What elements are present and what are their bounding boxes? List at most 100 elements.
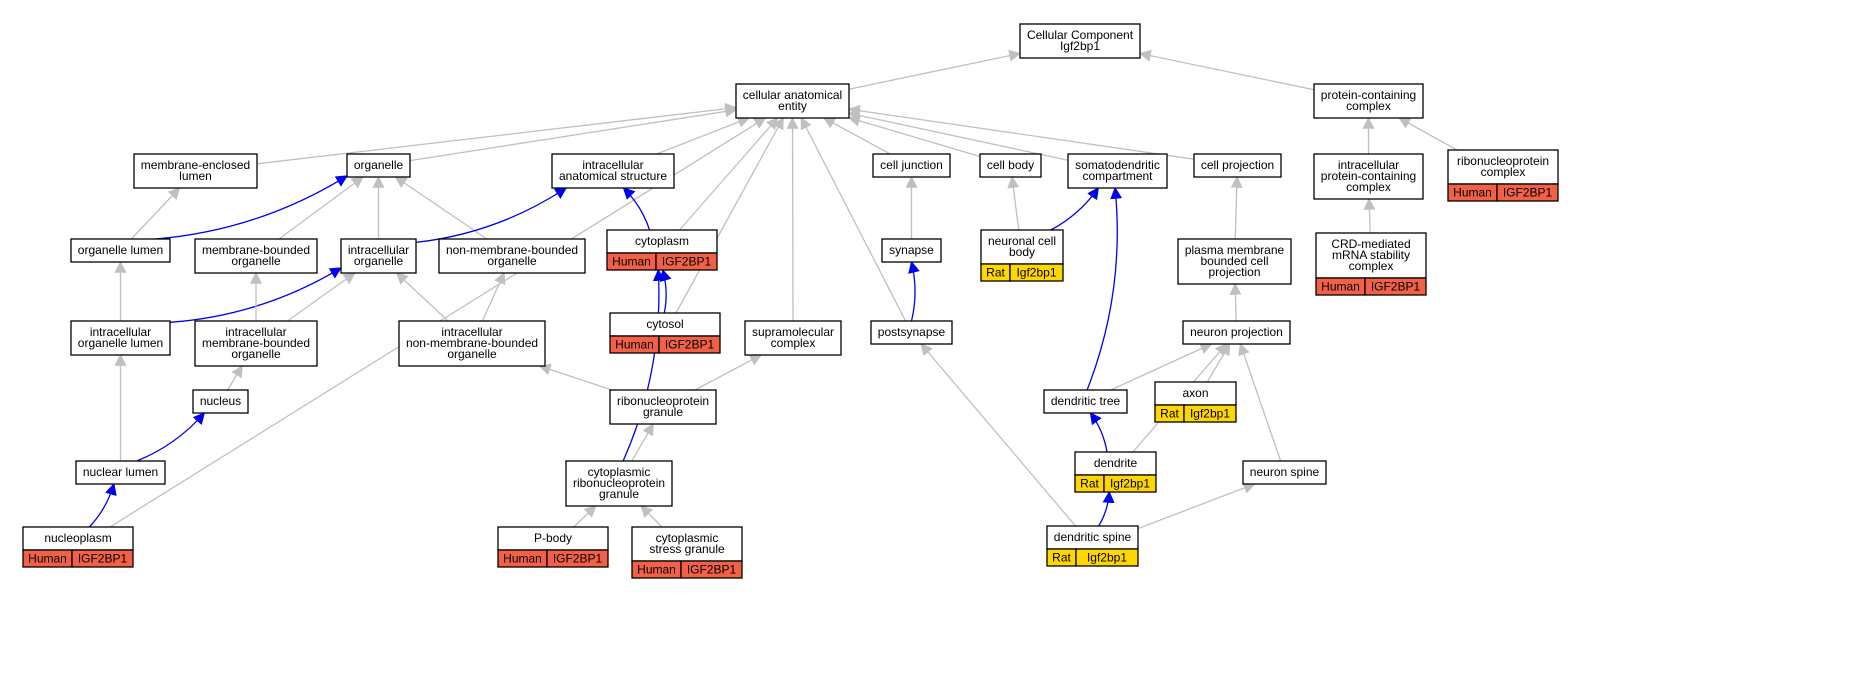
- edge-dspine-to-psyn: [920, 343, 1076, 527]
- edge-rnpg-to-smc: [694, 354, 763, 391]
- node-label: intracellular: [90, 325, 151, 339]
- node-label: Igf2bp1: [1060, 39, 1100, 53]
- species-label: Human: [1321, 280, 1360, 294]
- node-cp[interactable]: cell projection: [1193, 153, 1282, 178]
- gene-label: IGF2BP1: [687, 563, 737, 577]
- node-label: organelle: [447, 347, 497, 361]
- gene-tag: [680, 560, 743, 579]
- node-box: [744, 320, 842, 356]
- node-cb[interactable]: cell body: [979, 153, 1042, 178]
- node-box: [1067, 153, 1168, 189]
- node-box: [1019, 23, 1141, 59]
- gene-label: IGF2BP1: [1371, 280, 1421, 294]
- node-label: cellular anatomical: [743, 88, 842, 102]
- gene-label: IGF2BP1: [665, 338, 715, 352]
- node-label: ribonucleoprotein: [617, 394, 709, 408]
- edge-ncb-to-sdc: [1050, 187, 1099, 231]
- node-nspine[interactable]: neuron spine: [1242, 460, 1327, 485]
- node-label: compartment: [1082, 169, 1153, 183]
- gene-tag: [546, 549, 609, 568]
- node-org[interactable]: organelle: [346, 153, 411, 178]
- edge-iol-to-io: [169, 267, 343, 323]
- node-box: [194, 238, 318, 274]
- gene-label: IGF2BP1: [1503, 186, 1553, 200]
- node-label: stress granule: [649, 542, 725, 556]
- node-label: membrane-enclosed: [141, 158, 250, 172]
- node-label: nucleoplasm: [44, 531, 111, 545]
- node-label: cytoplasmic: [588, 465, 651, 479]
- gene-label: Igf2bp1: [1087, 551, 1127, 565]
- edge-cb-to-cae: [847, 115, 981, 158]
- node-dt[interactable]: dendritic tree: [1043, 389, 1128, 414]
- node-label: nucleus: [200, 394, 241, 408]
- node-np[interactable]: neuron projection: [1182, 320, 1291, 345]
- node-box: [340, 238, 417, 274]
- node-label: non-membrane-bounded: [406, 336, 538, 350]
- edge-nl-to-nuc: [136, 412, 206, 462]
- node-cj[interactable]: cell junction: [872, 153, 951, 178]
- node-label: intracellular: [348, 243, 409, 257]
- edge-cp-to-cae: [847, 104, 1195, 160]
- edge-dend-to-dt: [1089, 412, 1108, 453]
- edge-dt-to-sdc: [1086, 186, 1123, 391]
- gene-tag: [1496, 183, 1559, 202]
- node-inmbo[interactable]: intracellularnon-membrane-boundedorganel…: [398, 320, 546, 367]
- edge-ol-to-org: [155, 175, 349, 240]
- edge-cae-to-cc: [848, 49, 1022, 90]
- node-nl[interactable]: nuclear lumen: [75, 460, 166, 485]
- node-label: protein-containing: [1321, 88, 1416, 102]
- node-box: [735, 83, 850, 119]
- edge-pmbcp-to-cp: [1230, 175, 1243, 240]
- edge-inmbo-to-nmbo: [481, 271, 506, 322]
- gene-tag: [655, 252, 718, 271]
- node-psyn[interactable]: postsynapse: [870, 320, 953, 345]
- node-label: cytoplasmic: [656, 531, 719, 545]
- edge-np-to-pmbcp: [1229, 282, 1242, 322]
- edge-ias-to-cae: [656, 116, 751, 155]
- edges-layer: [88, 49, 1458, 530]
- gene-tag: [1009, 263, 1064, 282]
- node-label: plasma membrane: [1185, 243, 1285, 257]
- edge-imbo-to-io: [287, 272, 356, 322]
- node-label: mRNA stability: [1332, 248, 1410, 262]
- node-syn[interactable]: synapse: [881, 238, 942, 263]
- edge-io-to-ias: [415, 187, 568, 244]
- node-nuc[interactable]: nucleus: [192, 389, 249, 414]
- species-label: Human: [637, 563, 676, 577]
- node-box: [1182, 320, 1291, 345]
- node-ol[interactable]: organelle lumen: [70, 238, 171, 263]
- node-label: neuron spine: [1250, 465, 1320, 479]
- edge-cytosol-to-cae: [675, 116, 784, 314]
- node-label: nuclear lumen: [83, 465, 158, 479]
- edge-mel-to-cae: [256, 102, 738, 165]
- edge-smc-to-cae: [786, 116, 799, 322]
- node-label: protein-containing: [1321, 169, 1416, 183]
